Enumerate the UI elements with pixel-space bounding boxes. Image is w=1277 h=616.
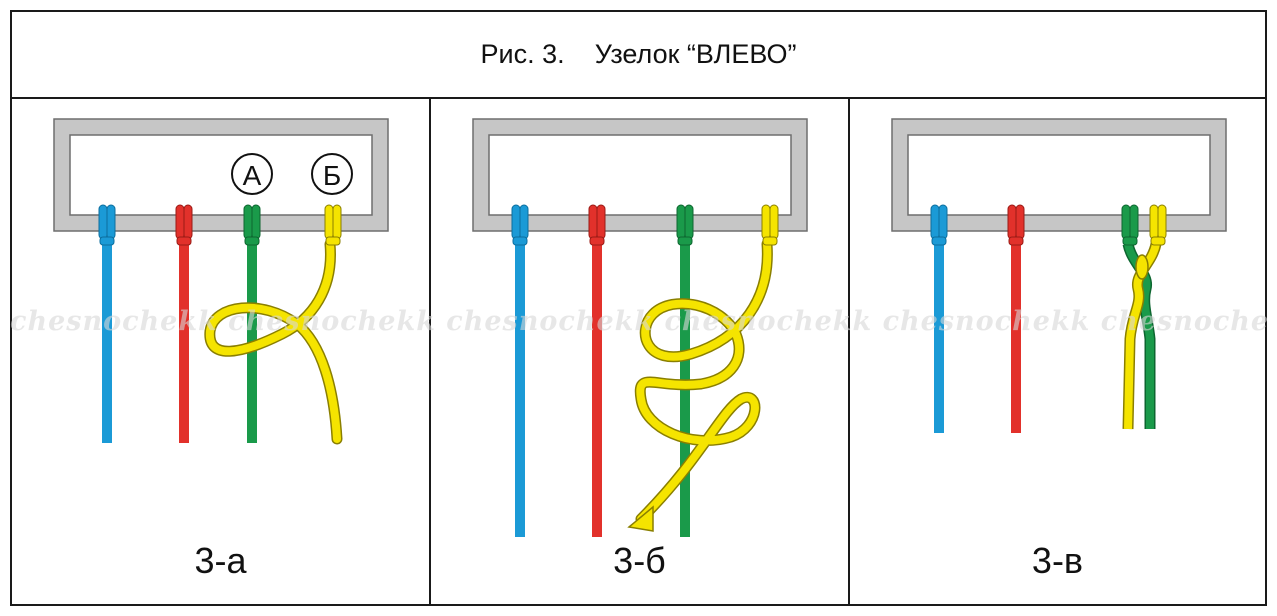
marker-b: Б [311,153,353,195]
panel-3a: А Б 3-а [12,99,431,604]
bar-frame [472,118,808,232]
caption-3a: 3-а [194,540,247,581]
blue-cord [930,204,948,433]
yellow-cord [627,204,779,532]
figure-frame: Рис. 3. Узелок “ВЛЕВО” [10,10,1267,606]
blue-cord [511,204,529,537]
panel-3c: 3-в [850,99,1265,604]
figure-title: Рис. 3. Узелок “ВЛЕВО” [12,12,1265,99]
figure-title-text: Узелок “ВЛЕВО” [594,39,797,69]
caption-3c: 3-в [1031,540,1084,581]
bar-frame [891,118,1227,232]
marker-a: А [231,153,273,195]
red-cord [1007,204,1025,433]
svg-text:А: А [243,160,262,191]
red-cord [588,204,606,537]
red-cord [175,204,193,443]
green-cord [243,204,261,443]
panel-3b: 3-б [431,99,850,604]
green-cord [1121,204,1156,429]
green-cord [676,204,694,537]
svg-text:Б: Б [323,160,341,191]
yellow-cord [1122,204,1167,430]
caption-3b: 3-б [613,540,666,581]
figure-number: Рис. 3. [480,39,565,69]
blue-cord [98,204,116,443]
yellow-cord [204,204,343,445]
